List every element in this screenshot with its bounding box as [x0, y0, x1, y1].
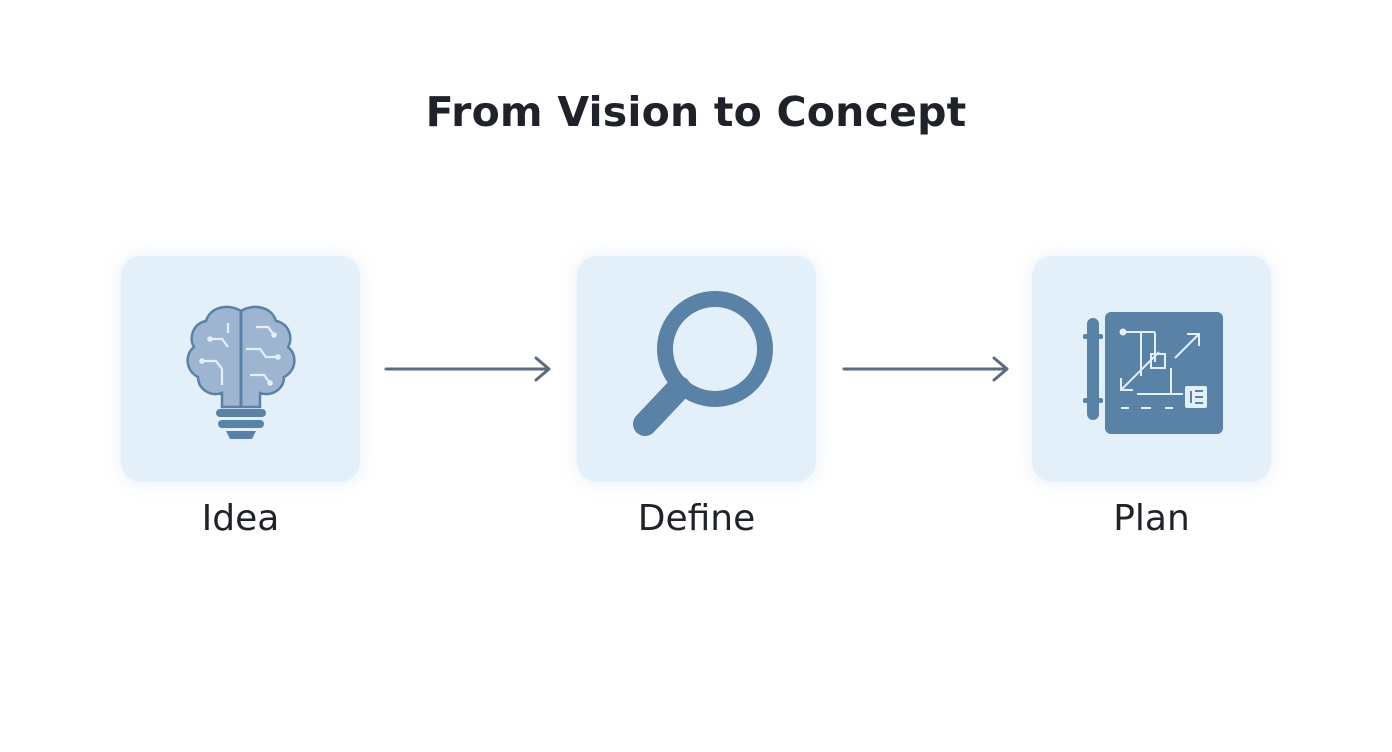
step-plan-label: Plan — [1113, 498, 1190, 539]
step-define-box — [577, 256, 816, 482]
step-plan-box — [1032, 256, 1271, 482]
step-define-label: Define — [637, 498, 756, 539]
arrow-right-icon — [842, 356, 1009, 382]
step-idea-label: Idea — [201, 498, 280, 539]
magnifying-glass-icon — [632, 291, 773, 436]
step-idea-box — [121, 256, 360, 482]
diagram-title: From Vision to Concept — [425, 88, 967, 136]
lightbulb-brain-icon — [185, 305, 296, 439]
arrow-right-icon — [384, 356, 551, 382]
blueprint-icon — [1082, 312, 1223, 434]
